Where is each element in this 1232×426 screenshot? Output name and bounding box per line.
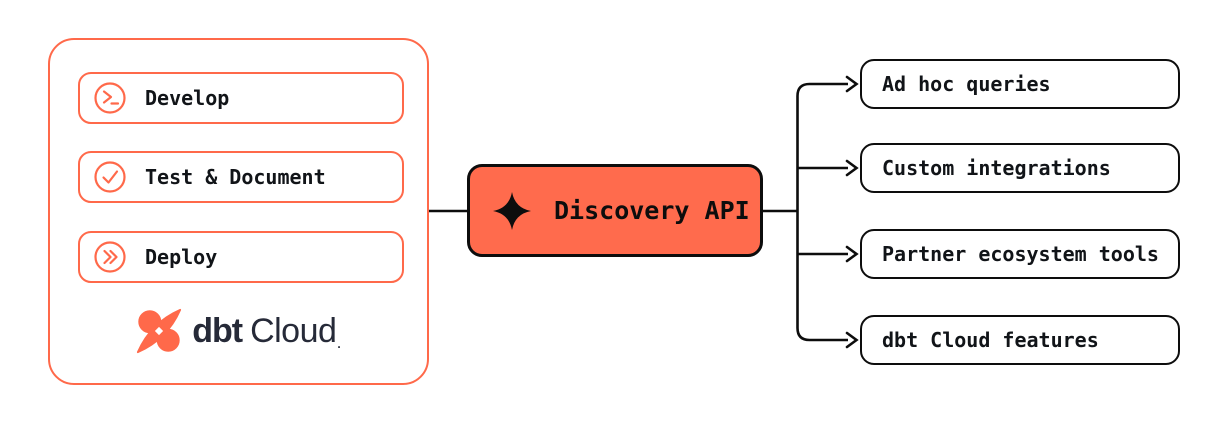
dbt-logo-center-diamond: [155, 326, 164, 336]
sparkle-icon: [493, 191, 531, 230]
dbt-logo-mark: [137, 308, 182, 354]
deploy-pill: Deploy: [78, 231, 404, 283]
dbt-cloud-wordmark: dbt Cloud .: [192, 312, 341, 351]
discovery-api-node: Discovery API: [467, 164, 763, 257]
discovery-api-label: Discovery API: [554, 196, 750, 225]
terminal-prompt-icon: [94, 82, 126, 114]
arrowhead-4: [845, 331, 859, 349]
custom-integrations-label: Custom integrations: [882, 156, 1111, 180]
dbt-cloud-features-label: dbt Cloud features: [882, 328, 1099, 352]
ad-hoc-queries-node: Ad hoc queries: [860, 59, 1180, 109]
custom-integrations-node: Custom integrations: [860, 143, 1180, 193]
double-chevron-icon: [94, 241, 126, 273]
arrowhead-2: [845, 159, 859, 177]
arrowhead-1: [845, 75, 859, 93]
dbt-cloud-features-node: dbt Cloud features: [860, 315, 1180, 365]
dbt-cloud-logo: dbt Cloud .: [50, 308, 427, 354]
test-document-pill: Test & Document: [78, 151, 404, 203]
brand-trademark-dot: .: [337, 336, 341, 351]
connector-trunk-top: [796, 82, 848, 211]
deploy-label: Deploy: [145, 245, 218, 269]
develop-label: Develop: [145, 86, 230, 110]
arrowhead-3: [845, 245, 859, 263]
partner-ecosystem-tools-node: Partner ecosystem tools: [860, 229, 1180, 279]
develop-pill: Develop: [78, 72, 404, 124]
ad-hoc-queries-label: Ad hoc queries: [882, 72, 1051, 96]
partner-ecosystem-tools-label: Partner ecosystem tools: [882, 242, 1159, 266]
brand-cloud: Cloud: [250, 311, 337, 350]
test-document-label: Test & Document: [145, 165, 326, 189]
dbt-cloud-panel: Develop Test & Document Deploy: [48, 38, 429, 385]
brand-dbt: dbt: [192, 311, 243, 350]
check-circle-icon: [94, 161, 126, 193]
connector-trunk-bottom: [796, 211, 848, 342]
